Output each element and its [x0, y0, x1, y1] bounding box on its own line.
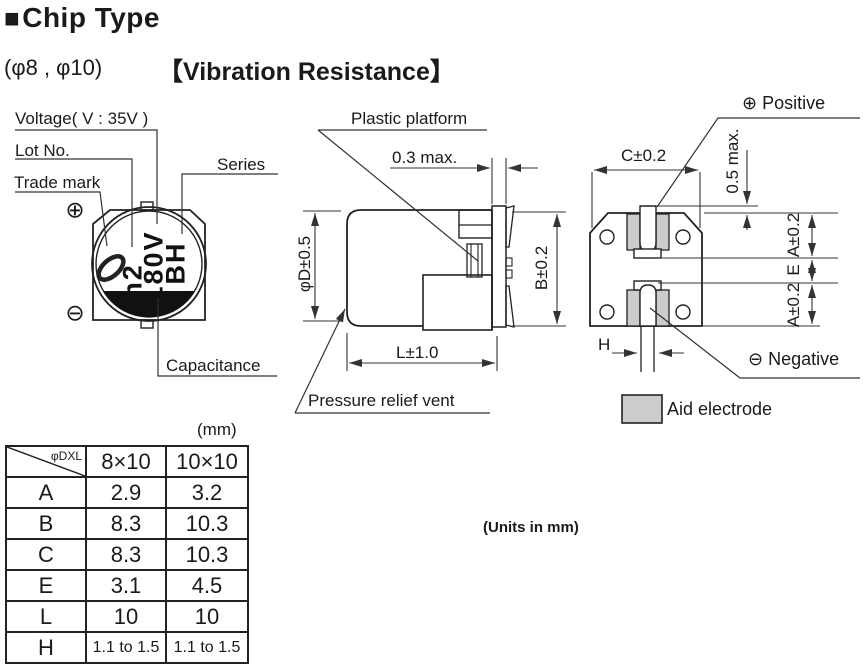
cell-value: 3.1 — [85, 569, 167, 602]
table-row: L 10 10 — [5, 600, 249, 633]
row-label: C — [5, 538, 87, 571]
trademark-logo — [96, 254, 126, 282]
marking-series: BH — [160, 241, 191, 285]
aid-electrode-label: Aid electrode — [667, 399, 773, 419]
row-label: H — [5, 631, 87, 664]
cell-value: 10 — [85, 600, 167, 633]
units-note: (Units in mm) — [483, 519, 579, 536]
page-title-text: Chip Type — [22, 2, 160, 33]
cell-value: 8.3 — [85, 538, 167, 571]
section-marker-icon: ■ — [4, 3, 21, 33]
gap-e-dim-label: E — [784, 264, 803, 276]
pressure-relief-vent-label: Pressure relief vent — [308, 391, 455, 410]
table-row: H 1.1 to 1.5 1.1 to 1.5 — [5, 631, 249, 664]
voltage-label: Voltage( V : 35V ) — [15, 109, 149, 128]
aid-electrode-swatch — [621, 394, 663, 424]
cell-value: 2.9 — [85, 476, 167, 509]
diagonal-divider — [7, 447, 85, 476]
capacitance-label: Capacitance — [166, 356, 261, 375]
negative-label: ⊖ Negative — [748, 349, 840, 369]
lot-label: Lot No. — [15, 141, 70, 160]
corner-label: φDXL — [50, 449, 82, 463]
cell-value: 8.3 — [85, 507, 167, 540]
trademark-label: Trade mark — [14, 173, 101, 192]
table-row: A 2.9 3.2 — [5, 476, 249, 509]
plastic-platform-label: Plastic platform — [351, 109, 468, 128]
table-col-8x10: 8×10 — [85, 445, 167, 478]
body-dim-label: B±0.2 — [532, 245, 551, 291]
series-label: Series — [217, 155, 266, 174]
positive-terminal — [639, 205, 657, 252]
cell-value: 10.3 — [165, 538, 249, 571]
row-label: L — [5, 600, 87, 633]
row-label: A — [5, 476, 87, 509]
side-view-drawing — [294, 129, 566, 414]
page-title: ■Chip Type — [4, 2, 160, 34]
pad-dim-bottom-label: A±0.2 — [784, 282, 803, 328]
length-dim-label: L±1.0 — [396, 343, 439, 362]
size-note: (φ8 , φ10) — [4, 55, 103, 80]
lead-dim-label: H — [598, 335, 611, 354]
negative-terminal — [639, 284, 657, 327]
table-row: C 8.3 10.3 — [5, 538, 249, 571]
aid-electrode-pads — [626, 213, 670, 327]
feature-heading: 【Vibration Resistance】 — [158, 58, 455, 86]
table-row: E 3.1 4.5 — [5, 569, 249, 602]
negative-mark-icon: ⊖ — [65, 299, 85, 326]
top-view-drawing — [15, 129, 278, 377]
diameter-dim-label: φD±0.5 — [295, 235, 314, 293]
bottom-view-drawing — [589, 117, 860, 424]
gap-dim-label: 0.3 max. — [392, 148, 458, 167]
cell-value: 1.1 to 1.5 — [85, 631, 167, 664]
cell-value: 10.3 — [165, 507, 249, 540]
table-row: B 8.3 10.3 — [5, 507, 249, 540]
positive-mark-icon: ⊕ — [65, 196, 85, 223]
pad-dim-top-label: A±0.2 — [784, 212, 803, 258]
positive-label: ⊕ Positive — [742, 93, 826, 113]
polarity-stripe — [103, 291, 195, 317]
cell-value: 10 — [165, 600, 249, 633]
width-dim-label: C±0.2 — [621, 146, 667, 165]
dimension-table: φDXL 8×10 10×10 A 2.9 3.2 B 8.3 10.3 C 8… — [5, 445, 249, 664]
cell-value: 1.1 to 1.5 — [165, 631, 249, 664]
table-corner-cell: φDXL — [5, 445, 87, 478]
table-unit-label: (mm) — [197, 420, 237, 439]
row-label: E — [5, 569, 87, 602]
cell-value: 4.5 — [165, 569, 249, 602]
protrusion-dim-label: 0.5 max. — [723, 128, 742, 194]
cell-value: 3.2 — [165, 476, 249, 509]
plastic-platform-edge — [491, 205, 507, 328]
row-label: B — [5, 507, 87, 540]
table-col-10x10: 10×10 — [165, 445, 249, 478]
